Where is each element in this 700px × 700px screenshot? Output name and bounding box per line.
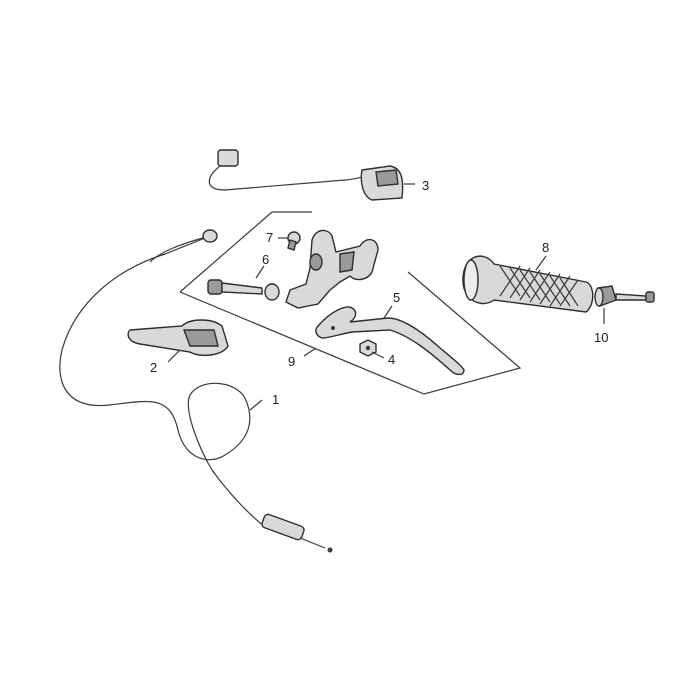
callout-1: 1	[272, 392, 279, 407]
callout-5: 5	[393, 290, 400, 305]
leader-lines	[167, 183, 605, 411]
lever-bracket	[285, 229, 379, 309]
handlebar-switch	[208, 149, 404, 201]
callout-2: 2	[150, 360, 157, 375]
clutch-cable	[59, 229, 333, 553]
callout-4: 4	[388, 352, 395, 367]
callout-10: 10	[594, 330, 608, 345]
cable-boot	[127, 319, 229, 357]
callout-7: 7	[266, 230, 273, 245]
pivot-bolt	[207, 279, 280, 301]
handlebar-grip	[462, 255, 594, 313]
nut	[359, 339, 377, 357]
clutch-lever	[315, 306, 465, 376]
assembly-group-outline	[179, 211, 522, 395]
bar-end-weight	[594, 285, 655, 307]
screw	[287, 231, 301, 251]
callout-8: 8	[542, 240, 549, 255]
callout-3: 3	[422, 178, 429, 193]
callout-6: 6	[262, 252, 269, 267]
callout-9: 9	[288, 354, 295, 369]
